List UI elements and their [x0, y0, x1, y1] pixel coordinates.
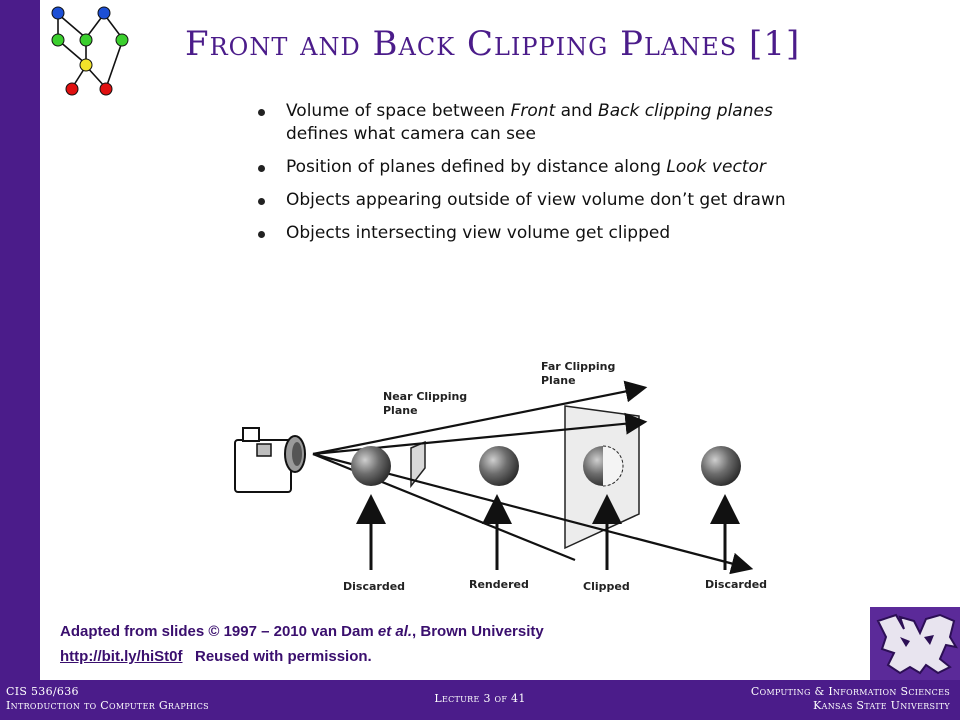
caption-discarded-far: Discarded — [705, 578, 767, 591]
bullet-list: Volume of space between Front and Back c… — [252, 100, 792, 255]
near-plane-label: Plane — [383, 404, 418, 417]
course-name: Introduction to Computer Graphics — [6, 699, 209, 712]
caption-clipped: Clipped — [583, 580, 630, 593]
bullet-item: Objects intersecting view volume get cli… — [252, 222, 792, 245]
discarded-object-near — [351, 446, 391, 486]
credit-line-2: http://bit.ly/hiSt0f Reused with permiss… — [60, 648, 372, 665]
bullet-item: Objects appearing outside of view volume… — [252, 189, 792, 212]
wildcat-logo-icon — [876, 613, 959, 675]
near-plane-label: Near Clipping — [383, 390, 467, 403]
credit-line-1: Adapted from slides © 1997 – 2010 van Da… — [60, 623, 544, 640]
course-number: CIS 536/636 — [6, 685, 79, 698]
discarded-object-far — [701, 446, 741, 486]
footer-bar: CIS 536/636 Introduction to Computer Gra… — [0, 680, 960, 720]
slide-title: Front and Back Clipping Planes [1] — [185, 24, 801, 64]
camera-icon — [234, 427, 306, 493]
footer-department: Computing & Information Sciences Kansas … — [751, 685, 950, 713]
far-plane-label: Plane — [541, 374, 576, 387]
graph-logo-icon — [51, 6, 129, 96]
far-plane-label: Far Clipping — [541, 360, 615, 373]
footer-lecture: Lecture 3 of 41 — [434, 692, 526, 705]
university-name: Kansas State University — [813, 699, 950, 712]
credit-block: Adapted from slides © 1997 – 2010 van Da… — [60, 619, 820, 669]
department-name: Computing & Information Sciences — [750, 685, 950, 698]
rendered-object — [479, 446, 519, 486]
clipping-planes-diagram: Near Clipping Plane Far Clipping Plane D… — [234, 360, 767, 593]
footer-course: CIS 536/636 Introduction to Computer Gra… — [6, 685, 209, 713]
bullet-item: Volume of space between Front and Back c… — [252, 100, 792, 146]
source-link[interactable]: http://bit.ly/hiSt0f — [60, 648, 183, 665]
wildcat-logo — [870, 607, 960, 680]
caption-rendered: Rendered — [469, 578, 529, 591]
caption-discarded-near: Discarded — [343, 580, 405, 593]
left-purple-band — [0, 0, 40, 680]
bullet-item: Position of planes defined by distance a… — [252, 156, 792, 179]
